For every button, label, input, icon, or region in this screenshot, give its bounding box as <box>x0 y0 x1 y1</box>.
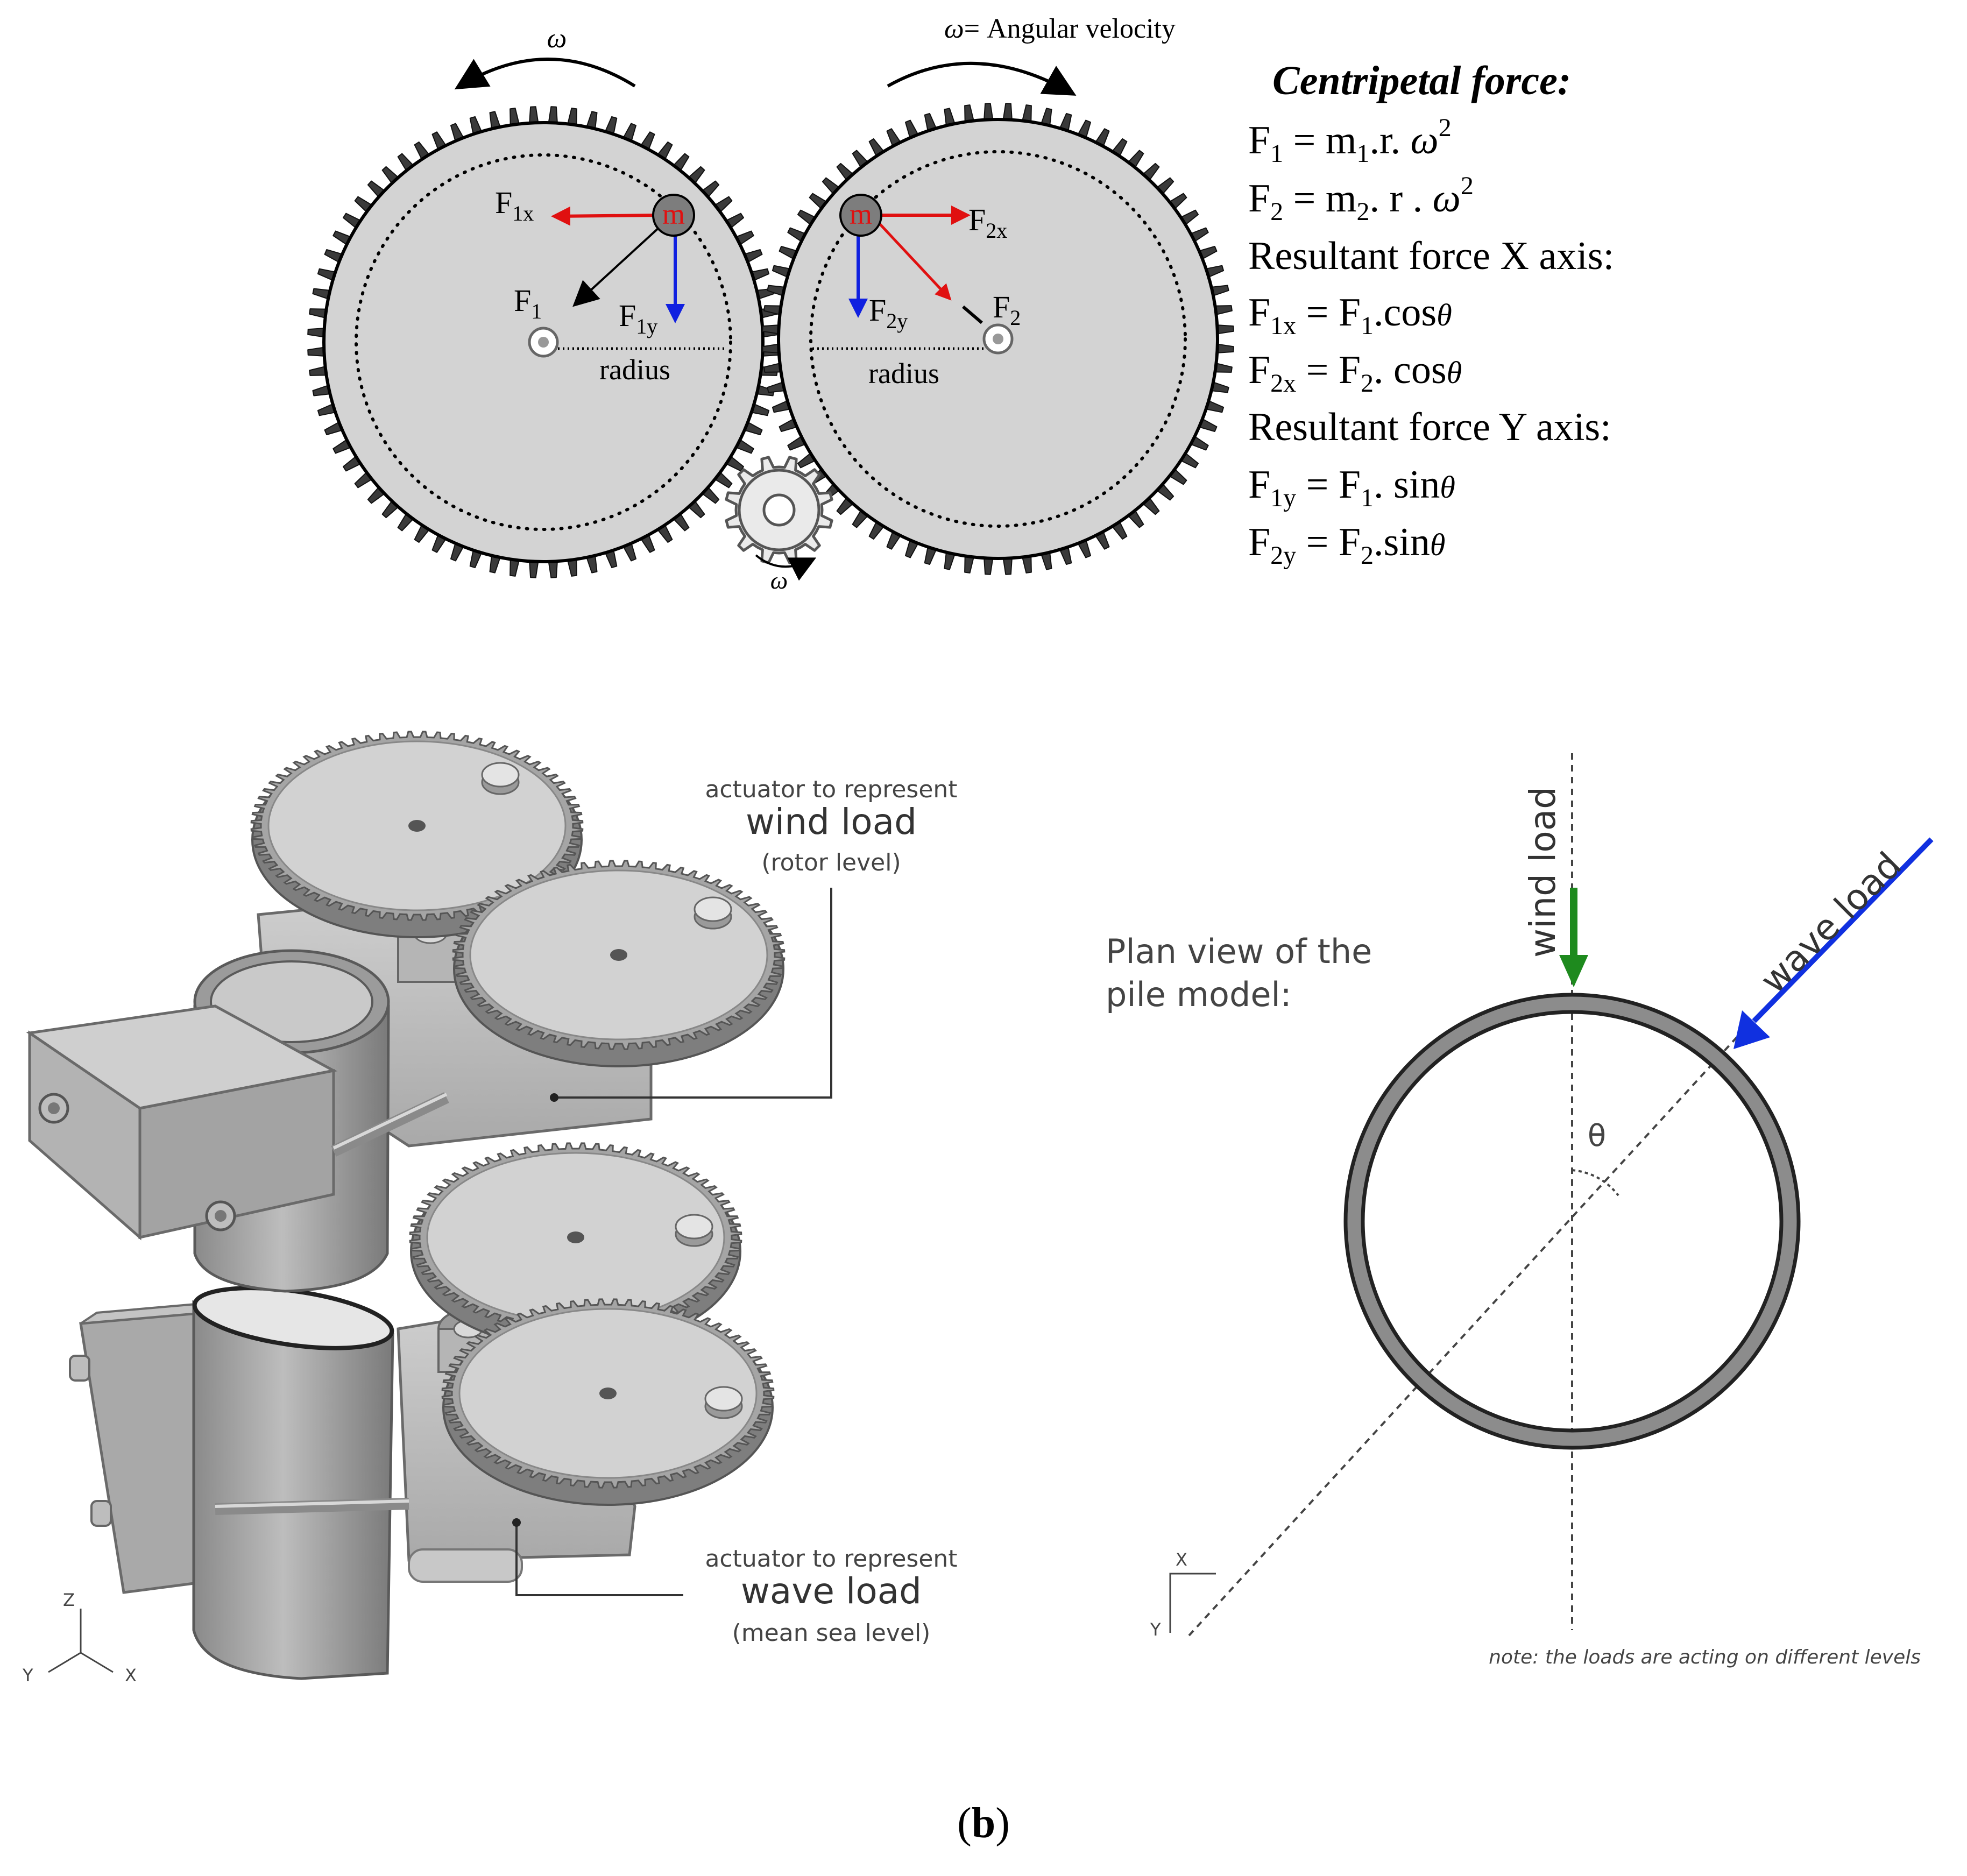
lower-shaft <box>215 1498 409 1515</box>
plan-axis-lines <box>1169 1573 1216 1633</box>
label-f2y: F2y <box>869 293 908 333</box>
pile-ring <box>1346 995 1799 1448</box>
label-f1y: F1y <box>619 298 657 338</box>
axis-triad-3d <box>48 1609 114 1673</box>
plan-view-title-line1: Plan view of the <box>1106 932 1372 971</box>
upper-shaft-highlight <box>332 1093 448 1150</box>
diagonal-centerline <box>1188 1029 1744 1637</box>
wind-actuator-line1: actuator to represent <box>705 776 957 803</box>
heading-resultant-y: Resultant force Y axis: <box>1248 405 1611 449</box>
upper-pile-top-inner <box>210 960 373 1043</box>
lower-pile-cylinder <box>192 1300 394 1680</box>
pile-model-3d: actuator to represent wind load (rotor l… <box>22 731 958 1686</box>
equation-f1y: F1y = F1. sinθ <box>1248 463 1455 512</box>
wave-load-label: wave load <box>1752 844 1909 1001</box>
figure-caption: (b) <box>957 1800 1010 1847</box>
g3d2-hub <box>610 949 627 961</box>
label-f1x: F1x <box>495 185 534 225</box>
equation-f1x: F1x = F1.cosθ <box>1248 291 1452 340</box>
left-mass <box>652 194 695 237</box>
pinion-rotation-arrow <box>755 554 817 581</box>
theta-label: θ <box>1588 1118 1606 1153</box>
right-radius-label: radius <box>868 357 939 390</box>
equation-f2: F2 = m2. r . ω2 <box>1248 172 1474 226</box>
wave-actuator-leader-dot <box>512 1518 521 1527</box>
pile-ring-inner-edge <box>1361 1010 1784 1433</box>
wave-load-arrow-shaft <box>1752 837 1934 1023</box>
right-hub-pin <box>993 334 1003 344</box>
left-mass-label: m <box>662 198 685 230</box>
equation-f1: F1 = m1.r. ω2 <box>1248 114 1452 168</box>
omega-pinion-label: ω <box>770 567 788 594</box>
wind-load-label: wind load <box>1522 787 1563 958</box>
axis-x-label: X <box>125 1665 137 1686</box>
wave-load-arrowhead <box>1733 1010 1770 1049</box>
plan-note: note: the loads are acting on different … <box>1489 1646 1921 1668</box>
left-f1x-vector <box>551 206 658 226</box>
lower-motor <box>408 1548 523 1583</box>
equation-f2x: F2x = F2. cosθ <box>1248 348 1462 398</box>
g3d2-mass-top <box>694 896 732 922</box>
right-mass <box>839 194 882 237</box>
upper-bolt-1-core <box>48 1102 60 1114</box>
plan-view: Plan view of the pile model: wind load w… <box>1106 753 1934 1668</box>
axis-z-label: Z <box>63 1590 75 1610</box>
upper-gear-1 <box>250 731 584 938</box>
g3d4-hub <box>599 1387 617 1399</box>
axis-y-label: Y <box>22 1665 33 1686</box>
lower-gear-2 <box>441 1298 775 1506</box>
g3d4-mass-top <box>704 1386 743 1412</box>
left-hub-pin <box>538 337 549 348</box>
left-radius-label: radius <box>599 353 670 386</box>
label-f1: F1 <box>514 283 542 323</box>
g3d1-hub <box>408 820 426 832</box>
right-f2-tick <box>962 305 983 324</box>
right-f2-vector <box>871 214 952 301</box>
lower-bolt-2 <box>90 1500 112 1527</box>
right-gear-pitch-circle <box>809 150 1187 528</box>
plan-axis-y-label: Y <box>1150 1619 1161 1640</box>
upper-shaft <box>331 1092 449 1157</box>
equation-f2y: F2y = F2.sinθ <box>1248 520 1445 570</box>
plan-view-title-line2: pile model: <box>1106 975 1292 1014</box>
omega-left-label: ω <box>547 23 567 54</box>
omega-right-label: ω= Angular velocity <box>944 13 1176 44</box>
label-f2x: F2x <box>968 202 1007 243</box>
right-rotation-arrow <box>887 61 1077 96</box>
wave-actuator-line1: actuator to represent <box>705 1545 957 1573</box>
wind-actuator-line2: wind load <box>746 801 917 843</box>
pinion-gear-hole <box>762 493 796 527</box>
lower-bolt-1 <box>69 1355 90 1382</box>
right-mass-label: m <box>850 198 872 230</box>
upper-gear-2 <box>452 860 786 1067</box>
wind-load-arrowhead <box>1559 955 1588 987</box>
wave-actuator-line3: (mean sea level) <box>732 1619 931 1647</box>
wind-actuator-line3: (rotor level) <box>761 849 901 876</box>
wave-actuator-line2: wave load <box>741 1570 922 1612</box>
wave-actuator-leader <box>515 1523 683 1596</box>
g3d3-hub <box>567 1231 584 1243</box>
equations-title: Centripetal force: <box>1272 58 1571 103</box>
gear-diagram: ω ω= Angular velocity ω m F1x F1 F1y rad… <box>307 13 1234 594</box>
lower-shaft-highlight <box>215 1499 409 1508</box>
lower-gear-1 <box>409 1142 742 1350</box>
upper-bolt-2-core <box>215 1210 227 1222</box>
upper-arm-side <box>138 1068 335 1240</box>
g3d1-mass-top <box>481 762 520 788</box>
left-f1-vector <box>572 214 674 307</box>
left-gear-pitch-circle <box>355 153 732 531</box>
heading-resultant-x: Resultant force X axis: <box>1248 234 1614 278</box>
wind-actuator-leader-dot <box>550 1093 558 1102</box>
wind-actuator-leader <box>554 888 832 1099</box>
label-f2: F2 <box>993 289 1021 330</box>
theta-arc <box>1572 1169 1619 1197</box>
pile-ring-outer-edge <box>1343 993 1801 1450</box>
equations-block: Centripetal force: F1 = m1.r. ω2 F2 = m2… <box>1248 58 1614 570</box>
left-rotation-arrow <box>454 58 636 90</box>
g3d3-mass-top <box>675 1214 713 1240</box>
plan-axis-x-label: X <box>1176 1549 1187 1570</box>
